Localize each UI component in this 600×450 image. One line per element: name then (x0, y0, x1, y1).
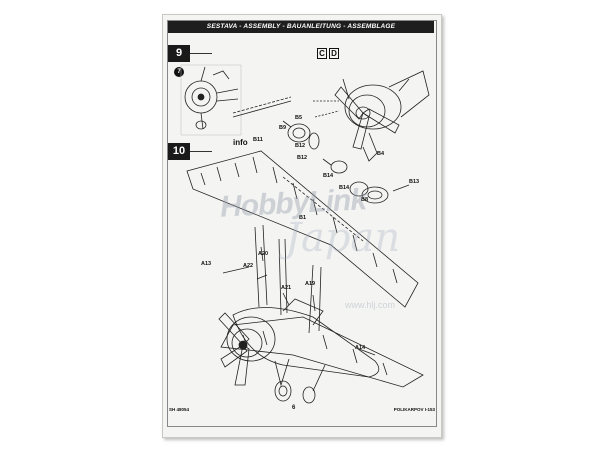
sub-step-badge: 7 (174, 67, 184, 77)
step-9-badge: 9 (168, 45, 190, 62)
part-label-a19: A19 (305, 281, 316, 287)
part-label-b14a: B14 (323, 173, 334, 179)
watermark-url: www.hlj.com (345, 300, 396, 310)
page-frame (167, 20, 437, 427)
part-label-a20: A20 (258, 251, 269, 257)
part-label-b8: B8 (361, 197, 369, 203)
assembly-header: SESTAVA - ASSEMBLY - BAUANLEITUNG - ASSE… (168, 21, 434, 33)
part-label-b5: B5 (295, 115, 303, 121)
kit-number: SH 48054 (169, 407, 190, 412)
part-label-b12b: B12 (297, 155, 308, 161)
instruction-sheet: SESTAVA - ASSEMBLY - BAUANLEITUNG - ASSE… (162, 14, 442, 438)
step-9-rule (190, 53, 212, 54)
part-label-b4: B4 (377, 151, 385, 157)
step-10-rule (190, 151, 212, 152)
marker-c: C (317, 48, 327, 59)
step-10-badge: 10 (168, 143, 190, 160)
page-number: 6 (292, 405, 296, 411)
info-label: info (233, 138, 248, 147)
part-label-b14b: B14 (339, 185, 350, 191)
part-label-b9: B9 (279, 125, 287, 131)
part-label-b12a: B12 (295, 143, 306, 149)
part-label-b1: B1 (299, 215, 307, 221)
watermark-japan: Japan (285, 215, 401, 261)
part-label-a14: A14 (355, 345, 366, 351)
part-label-a21: A21 (281, 285, 292, 291)
part-label-a22: A22 (243, 263, 254, 269)
part-label-a13: A13 (201, 261, 212, 267)
part-label-b13: B13 (409, 179, 420, 185)
marker-d: D (329, 48, 339, 59)
assembly-drawing (180, 64, 430, 404)
kit-title: POLIKARPOV I-153 (393, 407, 435, 412)
part-label-b11: B11 (253, 137, 263, 143)
